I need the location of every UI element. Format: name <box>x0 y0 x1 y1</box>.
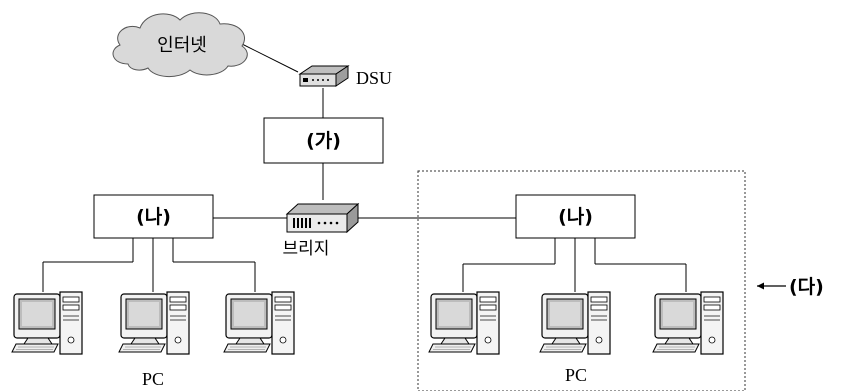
internet-cloud: 인터넷 <box>112 12 248 77</box>
na-left-box <box>93 194 214 239</box>
bridge-device: 브리지 <box>283 202 360 259</box>
ga-label: (가) <box>306 130 341 152</box>
na-right-box <box>515 194 636 239</box>
pc-label-right: PC <box>565 365 587 385</box>
pc-icon <box>652 291 724 355</box>
bridge-label: 브리지 <box>283 239 330 259</box>
left-pc-group: PC <box>11 291 295 389</box>
segment-da-region <box>417 170 746 391</box>
internet-dsu-link <box>239 42 299 73</box>
bridge-icon <box>285 202 360 234</box>
da-label: (다) <box>789 276 824 298</box>
segment-da-marker: (다) <box>757 276 824 298</box>
connection-lines <box>42 42 687 292</box>
dsu-label: DSU <box>356 68 392 88</box>
pc-icon <box>428 291 500 355</box>
cloud-icon <box>112 12 248 77</box>
device-ga: (가) <box>263 117 384 164</box>
internet-label: 인터넷 <box>157 35 207 56</box>
right-pc-group: PC <box>428 291 724 385</box>
pc-label-left: PC <box>142 369 164 389</box>
pc-icon <box>118 291 190 355</box>
pc-icon <box>223 291 295 355</box>
device-na-left: (나) <box>93 194 214 239</box>
na-left-label: (나) <box>136 206 171 228</box>
pc-icon <box>539 291 611 355</box>
device-na-right: (나) <box>515 194 636 239</box>
ga-box <box>263 117 384 164</box>
na-right-label: (나) <box>558 206 593 228</box>
dsu-device: DSU <box>298 65 392 88</box>
modem-icon <box>298 65 350 87</box>
pc-icon <box>11 291 83 355</box>
arrow-left-icon <box>757 282 786 290</box>
